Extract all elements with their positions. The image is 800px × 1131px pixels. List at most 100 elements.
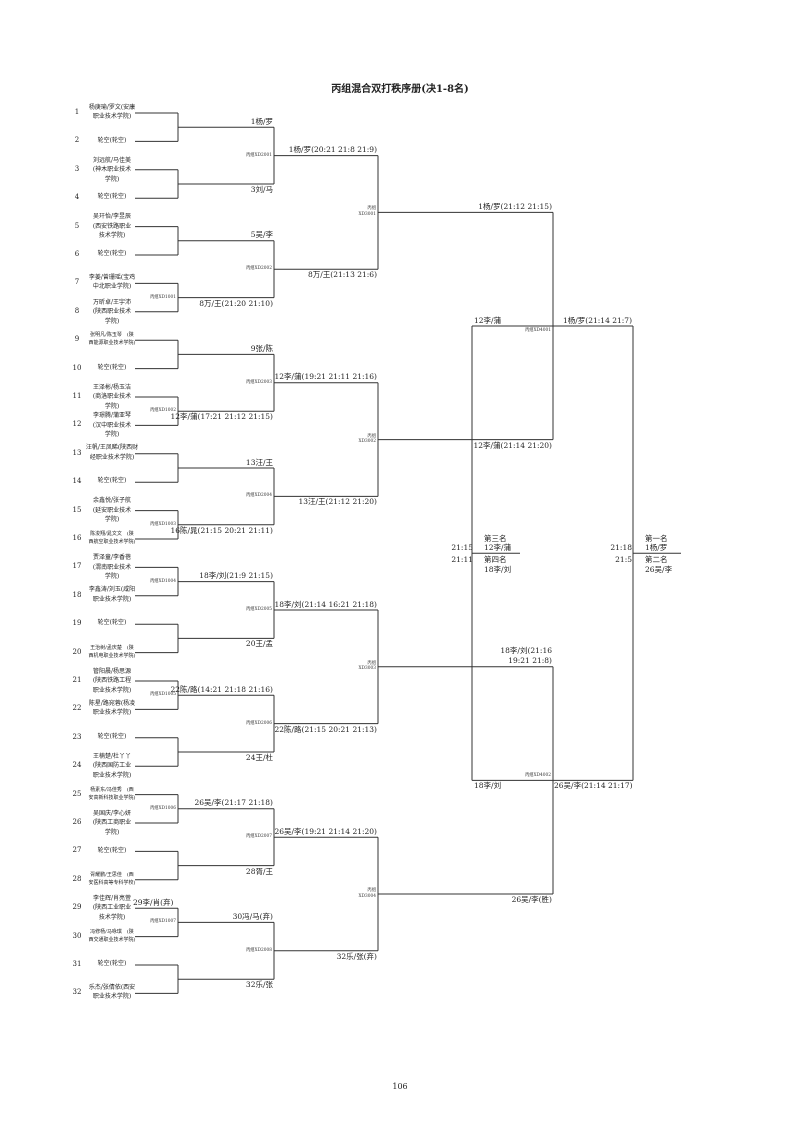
- entry-name: 吴国庆/李心妍 (陕西工商职业 学院): [92, 809, 132, 836]
- round1-result: 20王/孟: [245, 639, 273, 649]
- withdrawn-result: 29李/肖(弃): [133, 897, 174, 907]
- final-score-2: 21:5: [615, 555, 632, 564]
- entry-name: 杨庚瑜/罗文(安康 职业技术学院): [88, 103, 136, 121]
- fourth-place-team: 18李/刘: [484, 565, 512, 574]
- entry-name: 轮空(轮空): [97, 136, 127, 144]
- entry-seed: 23: [72, 732, 82, 741]
- entry-seed: 32: [72, 988, 82, 997]
- entry-name: 轮空(轮空): [97, 733, 127, 741]
- entry-name: 杨素东/冯佳秀 (西 安高新科技职业学院): [88, 786, 136, 801]
- entry-seed: 9: [74, 335, 80, 344]
- entry-seed: 13: [72, 448, 82, 457]
- semifinal-winner: 26吴/李(21:14 21:17): [554, 781, 633, 791]
- round1-result: 24王/杜: [245, 753, 273, 762]
- round2-result: 26吴/李(19:21 21:14 21:20): [274, 826, 377, 836]
- round2-result: 12李/蒲(19:21 21:11 21:16): [274, 372, 377, 382]
- page-number: 106: [392, 1082, 408, 1091]
- match-code: 丙组XD4002: [524, 773, 551, 779]
- entry-name: 轮空(轮空): [97, 619, 127, 627]
- third-place-label: 第三名: [484, 534, 507, 543]
- entry-seed: 20: [72, 647, 82, 656]
- match-code: 丙组XD2003: [245, 379, 272, 385]
- entry-name: 陈星/路宛蓉(杨凌 职业技术学院): [88, 699, 136, 717]
- entry-seed: 1: [74, 108, 80, 116]
- round1-result: 22陈/路(14:21 21:18 21:16): [170, 684, 273, 694]
- entry-name: 轮空(轮空): [97, 250, 127, 258]
- entry-name: 王泽彬/杨玉洁 (商洛职业技术 学院): [92, 383, 132, 410]
- match-code: 丙组XD1007: [149, 919, 176, 925]
- entry-name: 吴玕怡/李昱辰 (西安铁路职业 技术学院): [92, 213, 132, 240]
- entry-seed: 11: [72, 392, 82, 400]
- fourth-place-label: 第四名: [484, 555, 507, 564]
- round3-result: 26吴/李(胜): [511, 895, 552, 904]
- match-code: 丙组XD2004: [245, 493, 272, 499]
- match-code: 丙组XD2005: [245, 607, 272, 612]
- first-place-team: 1杨/罗: [645, 543, 668, 552]
- entry-name: 管阳晨/杨思源 (陕西铁路工程 职业技术学院): [92, 667, 132, 694]
- entry-seed: 29: [72, 903, 82, 912]
- second-place-label: 第二名: [645, 555, 668, 564]
- entry-name: 王治树/孟庆楚 (陕 西机电职业技术学院): [88, 644, 136, 659]
- entry-name: 轮空(轮空): [97, 193, 127, 201]
- match-code: 丙组XD1001: [149, 294, 176, 300]
- second-place-team: 26吴/李: [645, 565, 673, 574]
- match-code: 丙组 XD3003: [358, 660, 376, 672]
- round1-result: 16陈/晁(21:15 20:21 21:11): [170, 525, 273, 535]
- entry-seed: 15: [72, 505, 82, 514]
- entry-seed: 24: [72, 761, 82, 770]
- entry-seed: 4: [74, 193, 80, 202]
- match-code: 丙组 XD3001: [358, 206, 376, 217]
- entry-seed: 8: [74, 306, 80, 315]
- entry-seed: 14: [72, 477, 82, 486]
- semifinal-loser: 18李/刘: [474, 781, 502, 791]
- entry-seed: 31: [72, 960, 82, 968]
- entry-seed: 10: [72, 363, 82, 372]
- match-code: 丙组XD2002: [245, 266, 272, 272]
- entry-seed: 2: [74, 136, 80, 145]
- entry-name: 轮空(轮空): [97, 363, 127, 371]
- third-place-score-2: 21:11: [451, 555, 473, 564]
- match-code: 丙组XD1006: [149, 805, 176, 811]
- entry-name: 胥耀鹏/王思佳 (西 安医科高等专科学校): [88, 871, 136, 886]
- entry-name: 李姜/曾珊瑶(宝鸡 中北职业学院): [88, 273, 136, 291]
- entry-seed: 21: [72, 676, 82, 684]
- round2-result: 32乐/张(弃): [336, 951, 377, 961]
- entry-name: 轮空(轮空): [97, 960, 127, 968]
- match-code: 丙组XD2007: [245, 834, 272, 840]
- entry-seed: 19: [72, 619, 82, 628]
- entry-seed: 30: [72, 931, 82, 940]
- entry-seed: 27: [72, 846, 82, 855]
- round2-result: 22陈/路(21:15 20:21 21:13): [274, 724, 377, 734]
- match-code: 丙组XD2001: [245, 152, 272, 158]
- third-place-score-1: 21:15: [451, 543, 473, 552]
- entry-name: 乐杰/张倩依(西安 职业技术学院): [88, 983, 136, 1001]
- round1-result: 12李/蒲(17:21 21:12 21:15): [170, 412, 273, 422]
- entry-name: 李璟腾/蒲亚琴 (汉中职业技术 学院): [92, 412, 132, 439]
- entry-name: 李佳辉/肖亮萱 (陕西工业职业 技术学院): [92, 894, 132, 921]
- match-code: 丙组 XD3004: [358, 888, 376, 899]
- entry-name: 汪帆/王凤睎(陕西财 经职业技术学院): [85, 444, 139, 461]
- round1-result: 26吴/李(21:17 21:18): [194, 798, 273, 808]
- round3-result: 1杨/罗(21:12 21:15): [478, 201, 552, 211]
- round2-result: 13汪/王(21:12 21:20): [298, 497, 377, 507]
- match-code: 丙组XD2008: [245, 947, 272, 953]
- entry-name: 陈浚翔/晁文文 (陕 西航空职业技术学院): [88, 531, 136, 545]
- entry-seed: 12: [72, 420, 82, 429]
- round1-result: 1杨/罗: [250, 116, 273, 126]
- match-code: 丙组XD1002: [149, 408, 176, 414]
- round1-result: 5吴/李: [250, 230, 273, 240]
- entry-name: 轮空(轮空): [97, 846, 127, 854]
- entry-seed: 28: [72, 874, 82, 883]
- entry-seed: 26: [72, 818, 82, 826]
- first-place-label: 第一名: [645, 534, 668, 543]
- round1-result: 32乐/张: [245, 980, 273, 990]
- entry-name: 余鑫悦/张子航 (延安职业技术 学院): [92, 497, 132, 524]
- entry-name: 张明凡/陈玉琴 (陕 西能源职业技术学院): [88, 332, 136, 347]
- round3-result: 18李/刘(21:16 19:21 21:8): [500, 646, 552, 666]
- entry-seed: 25: [72, 789, 82, 798]
- match-code: 丙组XD1005: [149, 692, 176, 698]
- entry-seed: 7: [74, 278, 80, 287]
- match-code: 丙组XD1003: [149, 521, 176, 527]
- final-score-1: 21:18: [610, 543, 632, 552]
